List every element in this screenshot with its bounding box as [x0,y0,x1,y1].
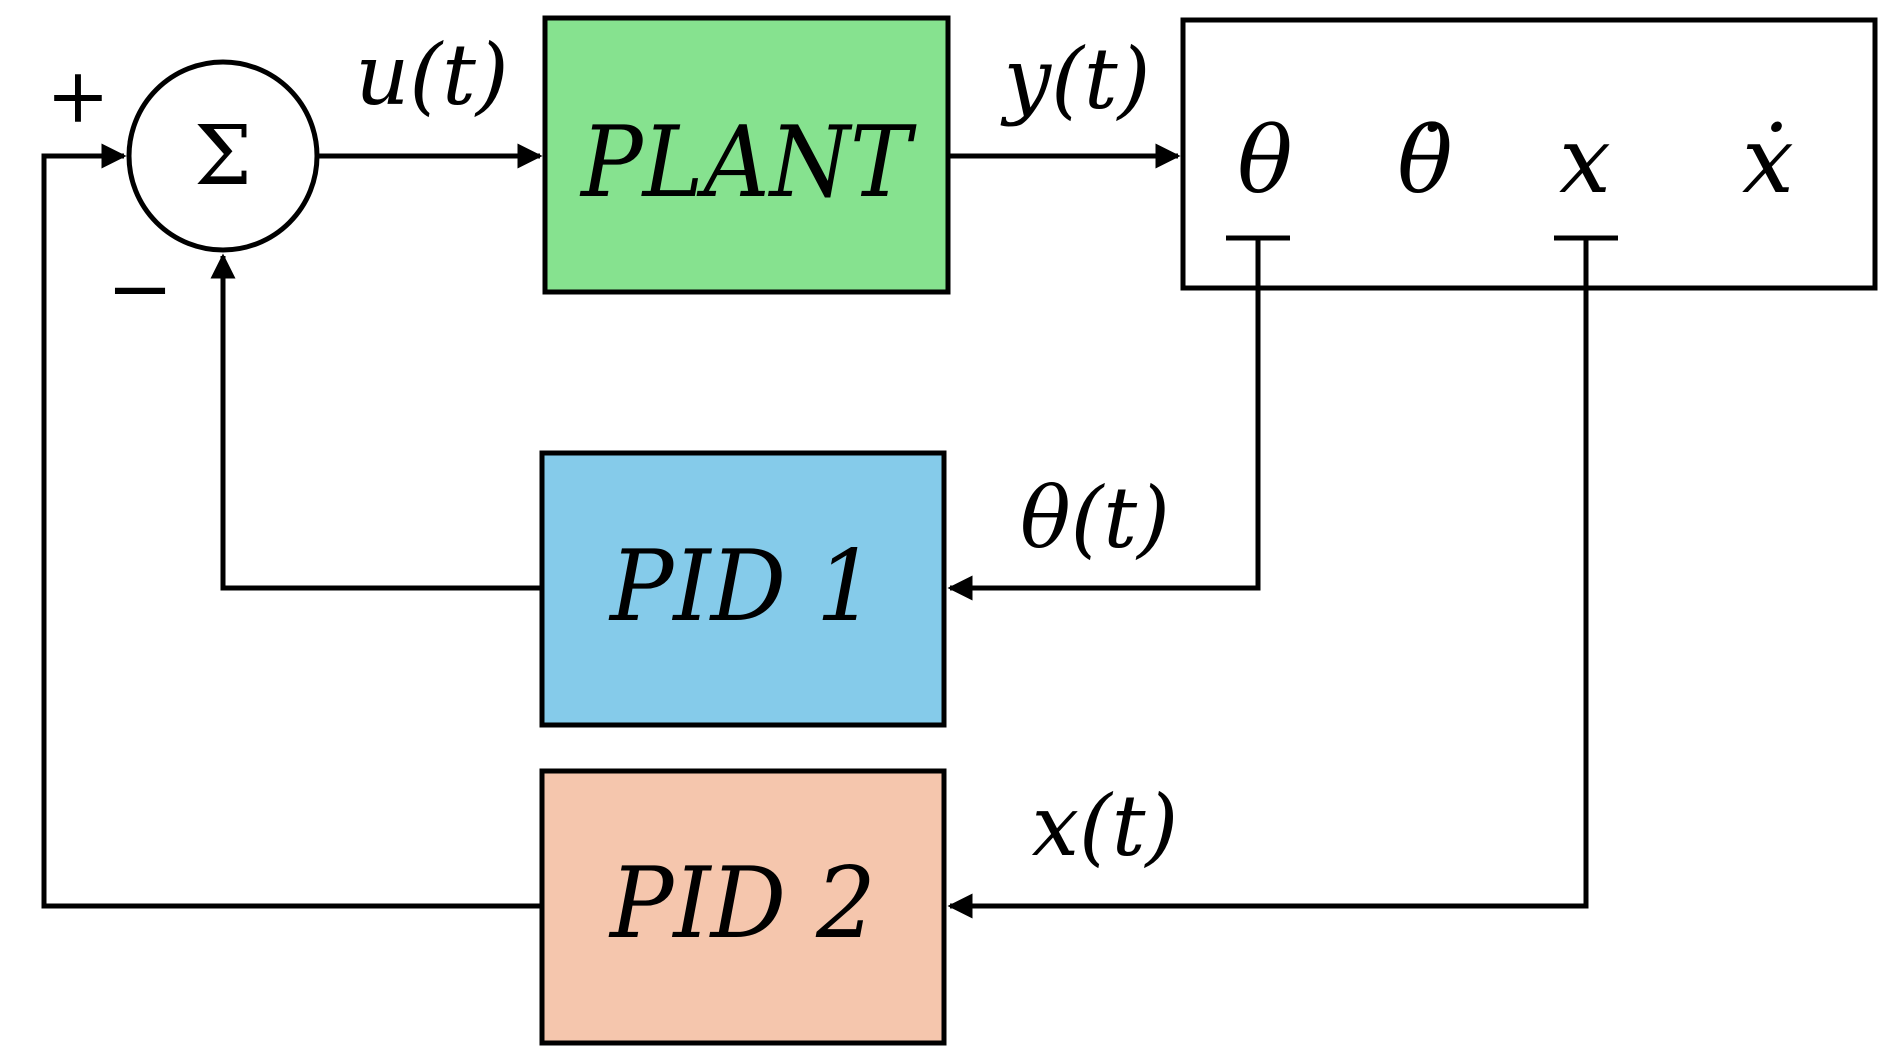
signal-label-y: y(t) [1000,30,1151,128]
pid1-block: PID 1 [539,450,947,728]
pid2-block: PID 2 [539,768,947,1046]
state-x-dot: ẋ [1742,107,1794,214]
state-vector-rect [1180,17,1878,291]
pid2-label: PID 2 [608,847,876,961]
state-x: x [1559,107,1611,214]
plant-block: PLANT [542,15,951,295]
pid1-output-wire [210,253,542,591]
plus-sign: + [46,51,110,140]
sigma-symbol: Σ [194,109,252,204]
pid1-block-rect [539,450,947,728]
signal-label-u: u(t) [355,26,508,124]
signal-label-x: x(t) [1032,777,1179,875]
pid1-label: PID 1 [608,530,876,644]
pid2-block-rect [539,768,947,1046]
pid2-output-wire [41,143,542,909]
x-feedback-wire [947,238,1589,919]
minus-sign: − [106,242,173,335]
plant-block-rect [542,15,951,295]
theta-feedback-wire [947,238,1261,601]
state-theta: θ [1237,107,1292,214]
summing-junction: Σ [126,59,320,253]
signal-label-theta: θ(t) [1020,469,1170,567]
plant-label: PLANT [579,106,917,220]
state-theta-dot: θ̇ [1397,107,1452,214]
state-vector-box: θ θ̇ x ẋ [1180,17,1878,291]
